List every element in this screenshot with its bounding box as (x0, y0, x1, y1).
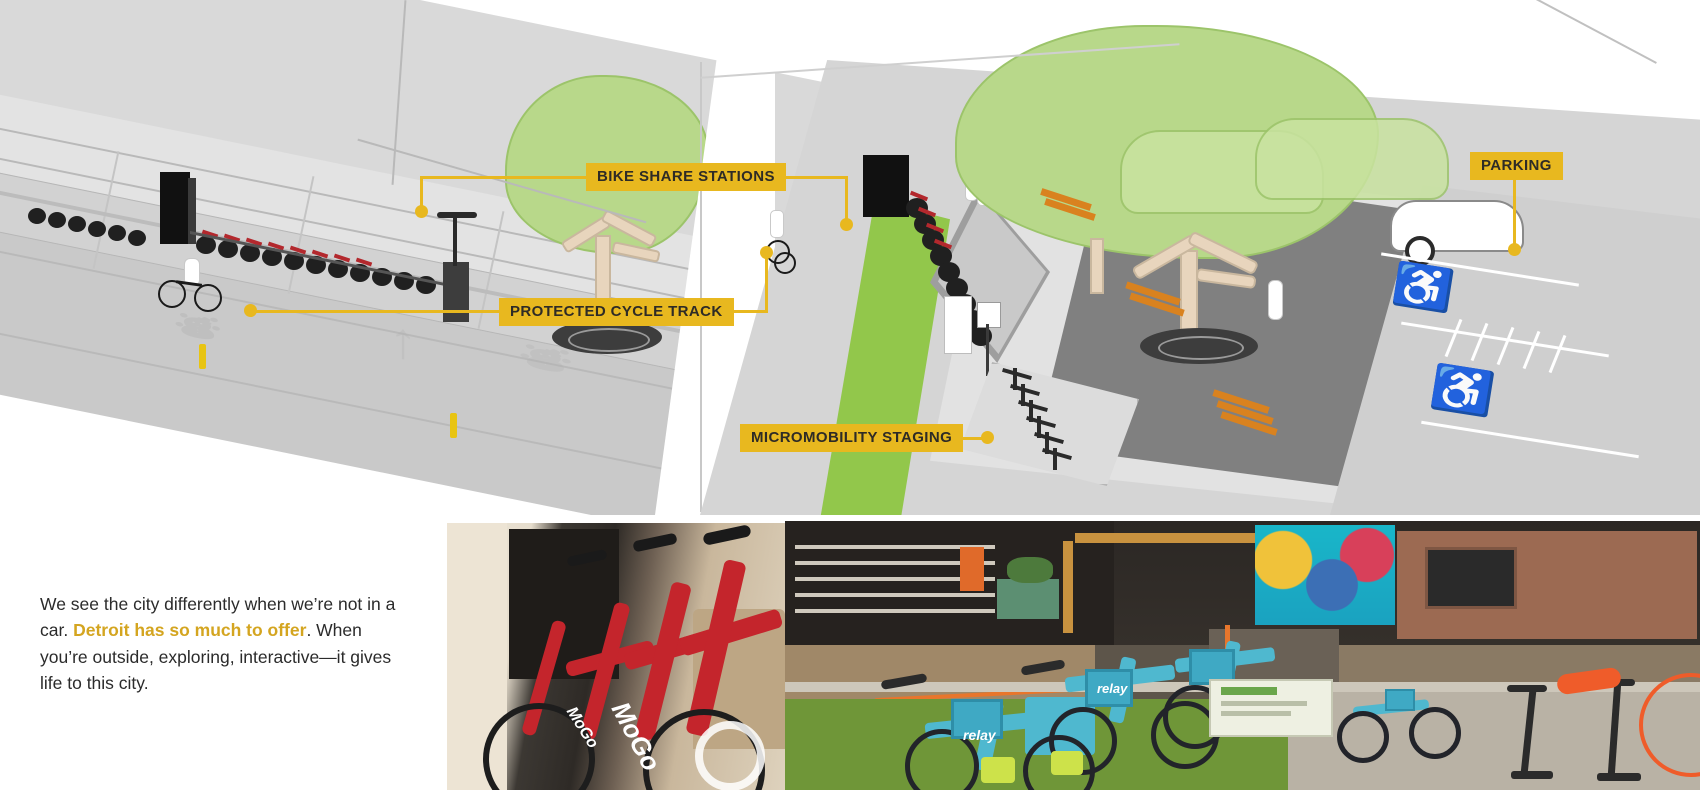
bike-share-kiosk (863, 155, 909, 217)
docked-bike (48, 212, 66, 228)
bottom-section: We see the city differently when we’re n… (0, 515, 1700, 790)
callout-label: MICROMOBILITY STAGING (751, 429, 953, 446)
leader-line (1513, 180, 1516, 250)
leader-endpoint-dot (840, 218, 853, 231)
bike-share-kiosk (160, 172, 190, 244)
docked-bike (196, 236, 216, 254)
bike-wheel (483, 703, 595, 790)
leader-endpoint-dot (1508, 243, 1521, 256)
planter-box (997, 579, 1059, 619)
accessible-parking-symbol: ♿ (1388, 259, 1458, 315)
sign-blade (437, 212, 477, 218)
quote-highlight: Detroit has so much to offer (73, 620, 307, 641)
banner-text-block (1221, 701, 1307, 706)
photo-mogo-bike-share: MoGo MoGo (447, 523, 785, 790)
bike-wheel (158, 280, 186, 308)
sign-pole (986, 324, 989, 376)
street-tree-trunk (1090, 238, 1104, 294)
callout-label: PARKING (1481, 157, 1552, 174)
bike-basket (951, 699, 1003, 739)
bike-share-kiosk-side (188, 178, 196, 244)
divider-edge (700, 62, 702, 512)
bike-basket (1385, 689, 1415, 711)
bike-badge (981, 757, 1015, 783)
leader-line (420, 176, 590, 179)
callout-micromobility-staging[interactable]: MICROMOBILITY STAGING (740, 424, 964, 452)
leader-endpoint-dot (981, 431, 994, 444)
leader-line (738, 176, 848, 179)
docked-bike (28, 208, 46, 224)
planter-shrub (1007, 557, 1053, 583)
callout-label: PROTECTED CYCLE TRACK (510, 303, 723, 320)
sign-pole (453, 214, 457, 266)
quote-text: We see the city differently when we’re n… (40, 591, 400, 697)
leader-endpoint-dot (415, 205, 428, 218)
callout-bike-share-stations[interactable]: BIKE SHARE STATIONS (586, 163, 786, 191)
photo-relay-bike-share: relay relay (785, 521, 1700, 790)
leader-endpoint-dot (760, 246, 773, 259)
street-rendering: ⛇ ↑ ⛇ (0, 0, 1700, 515)
docked-bike (108, 225, 126, 241)
banner-text-block (1221, 687, 1277, 695)
bike-wheel (194, 284, 222, 312)
docked-bike (284, 252, 304, 270)
docked-bike (218, 240, 238, 258)
delineator-post (199, 344, 206, 369)
delineator-post (450, 413, 457, 438)
relay-logo: relay (963, 727, 996, 743)
leader-endpoint-dot (244, 304, 257, 317)
pedestrian-figure (1268, 280, 1283, 320)
canopy-column (1063, 541, 1073, 633)
banner-text-block (1221, 711, 1291, 716)
facade-sign (960, 547, 984, 591)
docked-bike (240, 244, 260, 262)
callout-label: BIKE SHARE STATIONS (597, 168, 775, 185)
docked-bike (128, 230, 146, 246)
relay-logo: relay (1097, 681, 1128, 696)
photo-dark-facade (785, 521, 1115, 645)
docked-bike (262, 248, 282, 266)
parked-vehicle (944, 296, 972, 354)
leader-line (252, 310, 502, 313)
quote-part-2: . When you’re outside, exploring, intera… (40, 620, 392, 694)
bike-badge (1051, 751, 1083, 775)
canopy-beam (1075, 533, 1315, 543)
wayfinding-sign (977, 302, 1001, 328)
callout-parking[interactable]: PARKING (1470, 152, 1563, 180)
tree-grate-ring (568, 328, 650, 352)
pavement-arrow: ↑ (388, 310, 418, 372)
docked-bike (88, 221, 106, 237)
bike-basket (1085, 669, 1133, 707)
building-window (1425, 547, 1517, 609)
leader-line (845, 176, 848, 224)
leader-line (765, 252, 768, 312)
callout-protected-cycle-track[interactable]: PROTECTED CYCLE TRACK (499, 298, 734, 326)
mural-art (1255, 525, 1395, 625)
accessible-parking-symbol: ♿ (1426, 362, 1499, 420)
logo-ring (695, 721, 765, 790)
quote-part-1: We see the city differently when we’re n… (40, 593, 396, 641)
ghost-vehicle (1255, 118, 1449, 200)
docked-bike (68, 216, 86, 232)
tree-grate-ring (1158, 336, 1244, 360)
leader-line (420, 176, 423, 212)
waste-receptacle (443, 262, 469, 322)
